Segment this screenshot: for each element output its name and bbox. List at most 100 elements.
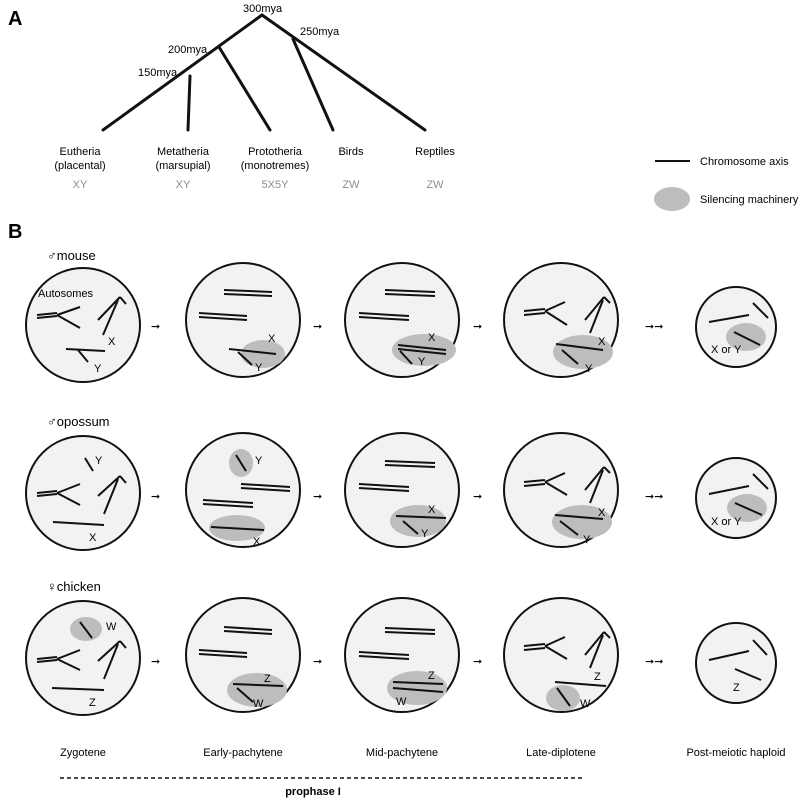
taxon-name: Eutheria bbox=[60, 146, 102, 158]
cell-zygotene: W Z bbox=[25, 600, 141, 716]
arrow-icon: ➞ bbox=[473, 656, 482, 668]
taxon-birds: Birds ZW bbox=[338, 146, 364, 191]
chrom-label: X or Y bbox=[711, 344, 742, 356]
silencing-cloud bbox=[387, 671, 447, 705]
species-label-chicken: ♀chicken bbox=[47, 579, 101, 594]
y-chromosome-axis bbox=[559, 520, 579, 536]
cell-early-pachytene: Z W bbox=[185, 597, 301, 713]
chrom-label: W bbox=[580, 698, 591, 710]
cell-post-meiotic: X or Y bbox=[695, 286, 777, 368]
age-therians: 150mya bbox=[138, 67, 178, 79]
x-chromosome-axis bbox=[65, 348, 106, 352]
x-chromosome-axis bbox=[397, 344, 447, 351]
chrom-label: Z bbox=[594, 671, 601, 683]
arrow-icon: ➞ bbox=[473, 321, 482, 333]
x-chromosome-axis bbox=[52, 521, 105, 526]
y-chromosome-axis bbox=[237, 351, 253, 366]
prophase-label: prophase I bbox=[285, 786, 341, 798]
panel-a-letter: A bbox=[8, 8, 22, 30]
chrom-label: Y bbox=[94, 363, 102, 375]
silencing-cloud bbox=[390, 505, 446, 537]
autosome-pairs bbox=[523, 466, 611, 504]
chrom-label: Z bbox=[264, 673, 271, 685]
panel-b-letter: B bbox=[8, 221, 22, 243]
double-arrow-icon: ➞➞ bbox=[645, 491, 663, 503]
autosome-pairs bbox=[358, 289, 436, 321]
taxon-reptiles: Reptiles ZW bbox=[415, 146, 455, 191]
y-chromosome-axis bbox=[402, 520, 419, 535]
x-chromosome-axis bbox=[395, 515, 447, 519]
cell-mid-pachytene: X Y bbox=[344, 432, 460, 548]
stage-label-late-diplotene: Late-diplotene bbox=[526, 747, 596, 759]
taxon-sex-system: ZW bbox=[342, 179, 360, 191]
chrom-label: W bbox=[396, 696, 407, 708]
stage-label-mid-pachytene: Mid-pachytene bbox=[366, 747, 438, 759]
chrom-label: Z bbox=[733, 682, 740, 694]
taxon-sex-system: ZW bbox=[426, 179, 444, 191]
autosome-pairs bbox=[36, 475, 127, 515]
taxon-sub: (placental) bbox=[54, 160, 105, 172]
z-chromosome-axis bbox=[554, 681, 607, 687]
taxon-sex-system: XY bbox=[176, 179, 191, 191]
z-chromosome-axis bbox=[51, 687, 105, 691]
arrow-icon: ➞ bbox=[313, 321, 322, 333]
chrom-label: X bbox=[268, 333, 276, 345]
cell-early-pachytene: Y X bbox=[185, 432, 301, 548]
autosome-pairs bbox=[198, 626, 273, 658]
x-chromosome-axis bbox=[397, 348, 447, 355]
row-chicken: W Z ➞ bbox=[25, 597, 777, 716]
stage-label-post-meiotic: Post-meiotic haploid bbox=[686, 747, 785, 759]
legend-axis-label: Chromosome axis bbox=[700, 156, 789, 168]
taxon-sub: (monotremes) bbox=[241, 160, 309, 172]
taxon-name: Birds bbox=[338, 146, 364, 158]
cell-outline bbox=[25, 267, 141, 383]
chrom-label: X bbox=[428, 332, 436, 344]
silencing-swatch bbox=[654, 187, 690, 211]
chrom-label: Y bbox=[583, 534, 591, 546]
y-chromosome-axis bbox=[399, 350, 413, 365]
autosome-pairs bbox=[36, 296, 127, 336]
age-mammals: 200mya bbox=[168, 44, 208, 56]
phylogeny-tree bbox=[101, 13, 427, 132]
cell-post-meiotic: Z bbox=[695, 622, 777, 704]
y-chromosome-axis bbox=[561, 349, 579, 365]
chrom-label: X bbox=[89, 532, 97, 544]
autosome-pairs bbox=[198, 289, 273, 321]
cell-late-diplotene: X Y bbox=[503, 262, 619, 378]
taxon-name: Metatheria bbox=[157, 146, 210, 158]
taxon-sub: (marsupial) bbox=[155, 160, 210, 172]
taxon-sex-system: XY bbox=[73, 179, 88, 191]
arrow-icon: ➞ bbox=[473, 491, 482, 503]
chrom-label: Y bbox=[255, 455, 263, 467]
arrow-icon: ➞ bbox=[151, 656, 160, 668]
species-label-mouse: ♂mouse bbox=[47, 248, 96, 263]
chrom-label: Y bbox=[418, 356, 426, 368]
silencing-cloud bbox=[392, 334, 456, 366]
double-arrow-icon: ➞➞ bbox=[645, 321, 663, 333]
taxon-name: Reptiles bbox=[415, 146, 455, 158]
x-chromosome-axis bbox=[210, 526, 265, 531]
cell-mid-pachytene: X Y bbox=[344, 262, 460, 378]
stage-label-early-pachytene: Early-pachytene bbox=[203, 747, 283, 759]
cell-early-pachytene: X Y bbox=[185, 262, 301, 378]
taxon-name: Prototheria bbox=[248, 146, 303, 158]
legend: Chromosome axis Silencing machinery bbox=[654, 156, 799, 211]
row-mouse: Autosomes X Y ➞ bbox=[25, 262, 777, 383]
silencing-cloud bbox=[241, 340, 285, 368]
chrom-label: Z bbox=[89, 697, 96, 709]
taxon-eutheria: Eutheria (placental) XY bbox=[54, 146, 105, 191]
chrom-label: Y bbox=[585, 363, 593, 375]
autosomes-label: Autosomes bbox=[38, 288, 94, 300]
y-chromosome-axis bbox=[84, 457, 94, 472]
autosome-pairs bbox=[36, 640, 127, 680]
arrow-icon: ➞ bbox=[151, 491, 160, 503]
x-chromosome-axis bbox=[228, 348, 277, 355]
chrom-label: X bbox=[253, 536, 261, 548]
w-chromosome-axis bbox=[79, 621, 93, 639]
chrom-label: W bbox=[253, 698, 264, 710]
w-chromosome-axis bbox=[556, 687, 571, 707]
silencing-cloud bbox=[553, 335, 613, 369]
cell-outline bbox=[185, 432, 301, 548]
chrom-label: X bbox=[598, 507, 606, 519]
